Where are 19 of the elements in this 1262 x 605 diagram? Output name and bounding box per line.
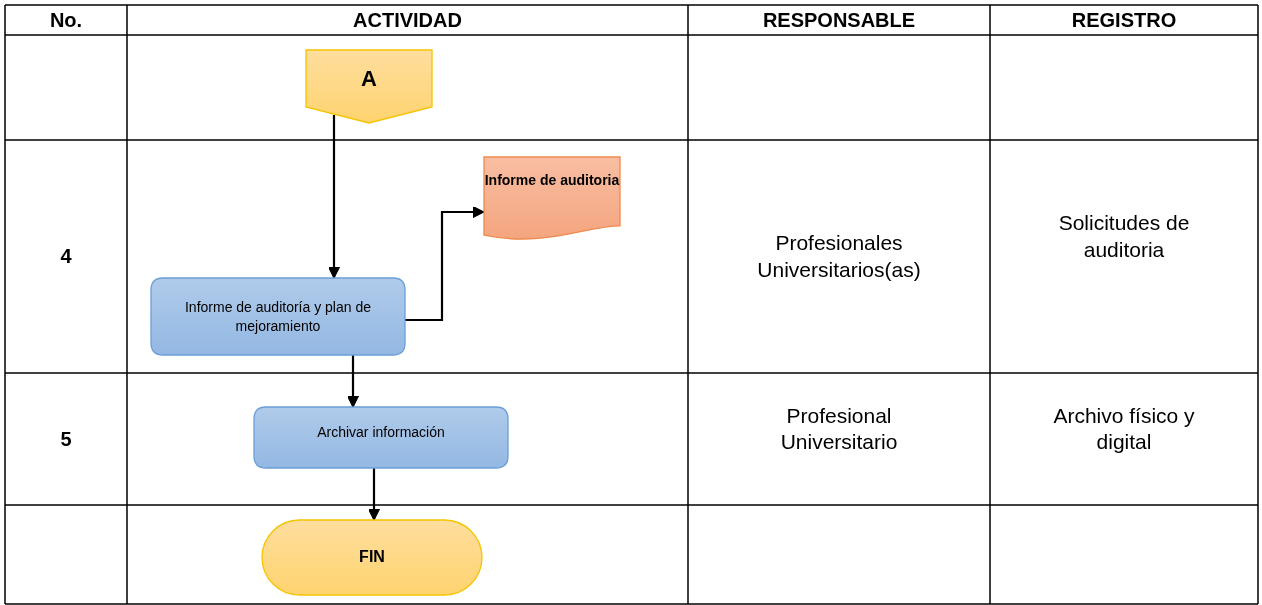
step-number: 4 bbox=[60, 244, 72, 269]
node-label: Informe de auditoría y plan de mejoramiento bbox=[184, 298, 372, 335]
arrow bbox=[327, 115, 341, 279]
column-header: ACTIVIDAD bbox=[353, 7, 462, 33]
arrow bbox=[346, 355, 360, 408]
record-text: Solicitudes de auditoria bbox=[1057, 210, 1191, 263]
column-header: REGISTRO bbox=[1071, 7, 1177, 33]
node-label: Archivar información bbox=[317, 423, 445, 442]
responsible-text: Profesionales Universitarios(as) bbox=[756, 230, 922, 283]
arrow bbox=[405, 205, 485, 322]
arrow bbox=[367, 468, 381, 521]
node-label: A bbox=[361, 65, 377, 94]
node-label: Informe de auditoria bbox=[484, 171, 620, 190]
column-header: No. bbox=[49, 7, 83, 33]
node-label: FIN bbox=[359, 547, 385, 568]
step-number: 5 bbox=[60, 426, 72, 452]
record-text: Archivo físico y digital bbox=[1052, 402, 1196, 455]
responsible-text: Profesional Universitario bbox=[779, 402, 899, 455]
column-header: RESPONSABLE bbox=[762, 7, 916, 33]
